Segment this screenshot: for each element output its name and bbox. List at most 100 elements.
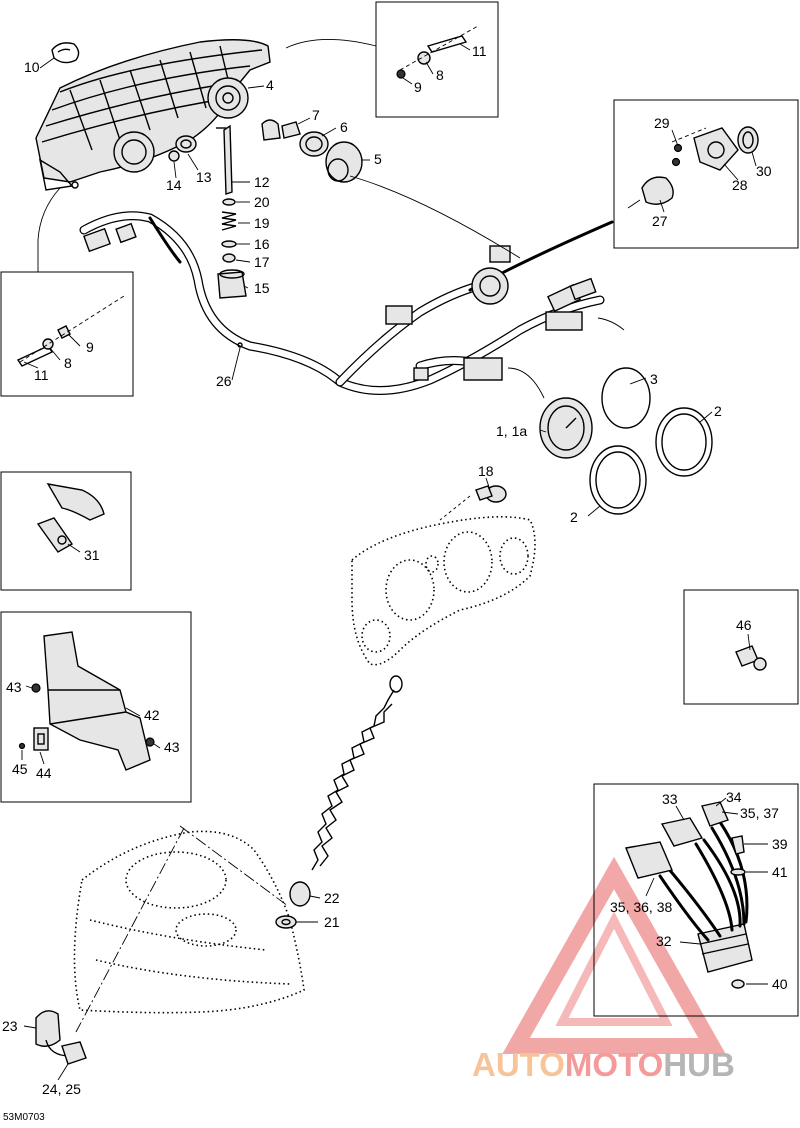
watermark-auto: AUTO: [472, 1046, 565, 1083]
detail-box-rectifier: [593, 783, 799, 1017]
callout-labels: 10 11 8 9 4 7 6 5 14 13 12 20 19 16 17 1…: [2, 43, 788, 1097]
ring-6: [299, 131, 329, 157]
label-8-left: 8: [64, 355, 72, 371]
nut-40: [731, 979, 745, 989]
label-4: 4: [266, 77, 274, 93]
washer-16: [221, 240, 237, 248]
screw-45: [18, 742, 26, 750]
detail-box-bracket: [0, 611, 192, 803]
label-13: 13: [196, 169, 212, 185]
label-17: 17: [254, 254, 270, 270]
headlight-housing: [35, 39, 271, 191]
label-5: 5: [374, 151, 382, 167]
nut-43: [31, 683, 155, 747]
label-14: 14: [166, 177, 182, 193]
socket-27: [627, 176, 674, 209]
coil-cord: [311, 675, 403, 871]
label-46: 46: [736, 617, 752, 633]
detail-box-headlight-screws: [375, 1, 499, 118]
label-40: 40: [772, 976, 788, 992]
watermark-text: AUTOMOTOHUB: [472, 1046, 800, 1086]
cap-5: [325, 141, 363, 183]
label-24-25: 24, 25: [42, 1081, 81, 1097]
detail-box-left-screws: [0, 271, 134, 397]
washer-41: [730, 868, 746, 876]
label-39: 39: [772, 836, 788, 852]
label-34: 34: [726, 789, 742, 805]
screw-set-left: [16, 295, 125, 367]
boot-15: [217, 269, 247, 299]
label-33: 33: [662, 791, 678, 807]
label-16: 16: [254, 236, 270, 252]
label-35-36-38: 35, 36, 38: [610, 899, 672, 915]
hood-outline: [73, 825, 305, 1033]
key-switch-18: [439, 485, 507, 521]
label-21: 21: [324, 914, 340, 930]
screw-29: [671, 127, 707, 167]
label-26: 26: [216, 373, 232, 389]
harness-connectors: [83, 222, 597, 381]
label-32: 32: [656, 933, 672, 949]
nut-14: [168, 150, 180, 162]
nut-17: [222, 253, 236, 263]
label-11-top: 11: [472, 43, 487, 59]
label-18: 18: [478, 463, 494, 479]
connector-31: [36, 483, 105, 553]
bezel-2-lower: [589, 445, 647, 515]
spring-19: [221, 211, 237, 231]
label-7: 7: [312, 107, 320, 123]
label-43-left: 43: [6, 679, 22, 695]
label-1-1a: 1, 1a: [496, 423, 527, 439]
label-29: 29: [654, 115, 670, 131]
connector-24: [61, 1041, 87, 1065]
watermark-logo: [502, 856, 726, 1054]
tether-22: [289, 881, 311, 907]
label-31: 31: [84, 547, 100, 563]
label-45: 45: [12, 761, 28, 777]
clip-44: [33, 727, 49, 751]
bracket-42: [43, 631, 151, 771]
bezel-2-upper: [655, 407, 713, 477]
label-12: 12: [254, 174, 270, 190]
label-23: 23: [2, 1018, 18, 1034]
switch-46: [735, 645, 767, 671]
detail-box-socket: [613, 99, 799, 249]
label-19: 19: [254, 215, 270, 231]
lens-3: [601, 367, 651, 429]
ring-30: [737, 126, 759, 154]
grommet-13: [175, 135, 197, 153]
label-41: 41: [772, 864, 788, 880]
label-44: 44: [36, 765, 52, 781]
adjuster-rod-12: [216, 124, 233, 195]
wiring-harness-26: [79, 211, 614, 395]
ring-21: [275, 915, 297, 929]
label-22: 22: [324, 890, 340, 906]
label-35-37: 35, 37: [740, 805, 779, 821]
label-11-left: 11: [34, 367, 49, 383]
label-15: 15: [254, 280, 270, 296]
label-43-right: 43: [164, 739, 180, 755]
detail-box-switch-46: [683, 589, 799, 705]
label-8-top: 8: [436, 67, 444, 83]
dash-panel-outline: [351, 516, 536, 666]
watermark-moto: MOTO: [564, 1046, 664, 1083]
label-9-left: 9: [86, 339, 94, 355]
label-2-lower: 2: [570, 509, 578, 525]
clip-10: [51, 42, 80, 64]
leader-lines: [21, 39, 768, 1081]
diagram-code: 53M0703: [3, 1112, 45, 1123]
label-9-top: 9: [414, 79, 422, 95]
label-20: 20: [254, 194, 270, 210]
connector-33: [625, 817, 704, 879]
washer-20: [222, 198, 236, 206]
connector-34: [701, 801, 729, 827]
label-28: 28: [732, 177, 748, 193]
watermark-hub: HUB: [663, 1046, 735, 1083]
plate-28: [693, 127, 739, 171]
bulb-7: [261, 119, 301, 141]
label-42: 42: [144, 707, 160, 723]
label-30: 30: [756, 163, 772, 179]
detail-box-connector-31: [0, 471, 132, 591]
rectifier-32: [658, 820, 753, 973]
